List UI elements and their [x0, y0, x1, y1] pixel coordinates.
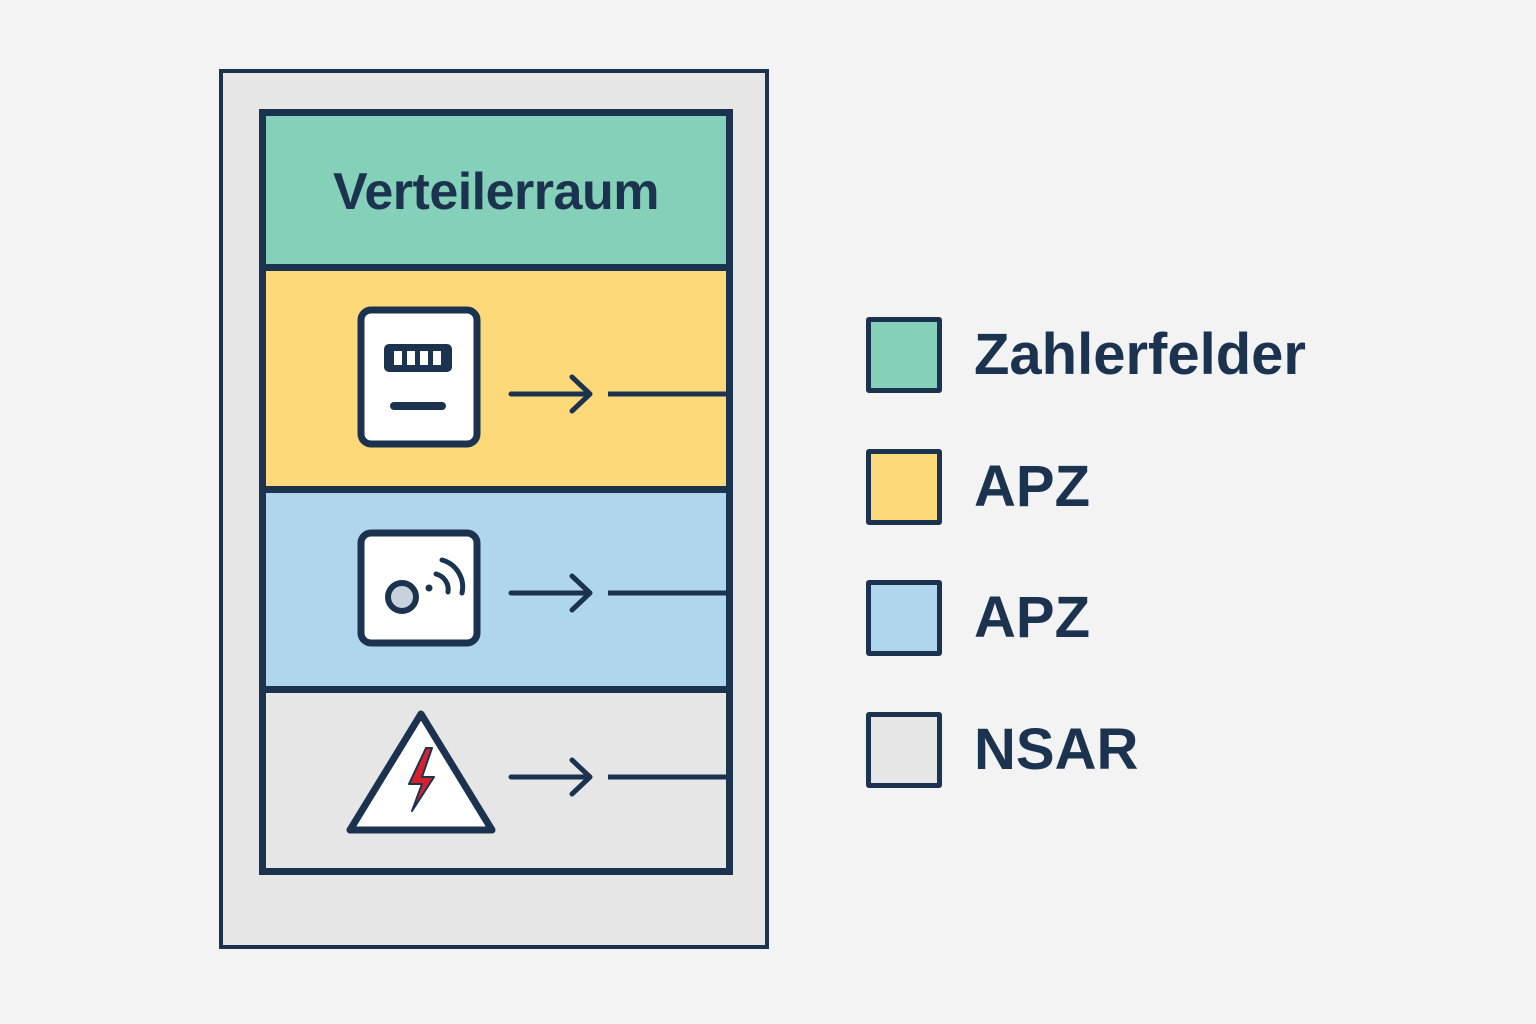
- legend-swatch-blue: [866, 580, 942, 656]
- legend-label: APZ: [974, 454, 1090, 519]
- arrow-right-icon: [508, 374, 593, 414]
- zone-router: [266, 493, 726, 693]
- legend-label: Zahlerfelder: [974, 322, 1306, 387]
- legend-swatch-yellow: [866, 449, 942, 525]
- zone-meter: [266, 271, 726, 493]
- meter-row-graphic: [357, 306, 726, 448]
- arrow-right-icon: [508, 757, 593, 797]
- meter-icon: [357, 306, 481, 448]
- router-icon: [357, 529, 481, 647]
- legend-label: NSAR: [974, 717, 1139, 782]
- legend-label: APZ: [974, 585, 1090, 650]
- arrow-right-icon: [508, 573, 593, 613]
- distribution-cabinet: Verteilerraum: [219, 69, 769, 949]
- high-voltage-warning-icon: [346, 710, 496, 834]
- zone-low-voltage: [266, 693, 726, 868]
- zone-verteilerraum: Verteilerraum: [266, 116, 726, 271]
- warning-row-graphic: [346, 710, 726, 834]
- cabinet-panel: Verteilerraum: [259, 109, 733, 875]
- router-row-graphic: [357, 529, 726, 647]
- legend-swatch-green: [866, 317, 942, 393]
- legend-swatch-gray: [866, 712, 942, 788]
- zone-title: Verteilerraum: [333, 163, 659, 221]
